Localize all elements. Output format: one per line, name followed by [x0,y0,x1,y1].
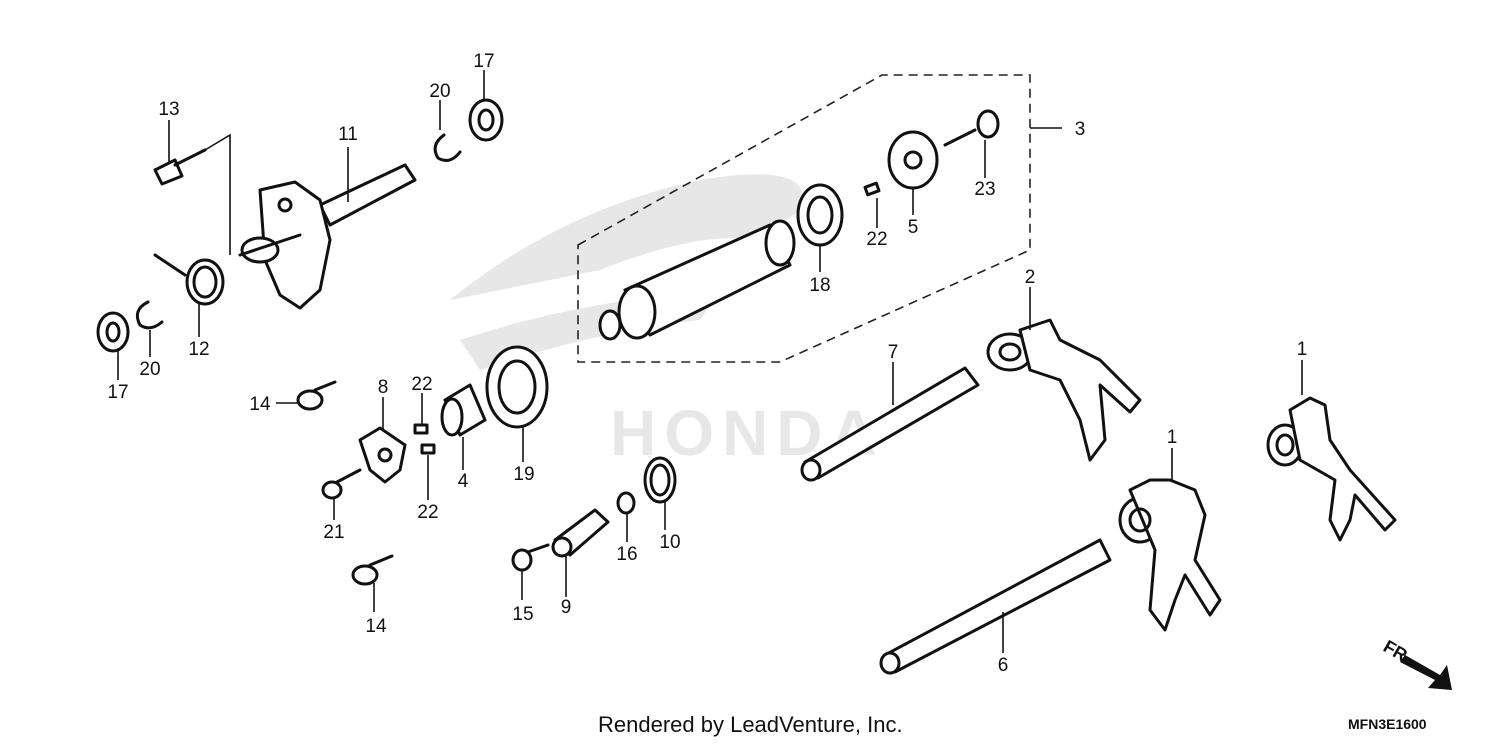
callout-5: 5 [908,217,919,238]
callout-9: 9 [561,597,572,618]
callout-2: 2 [1025,267,1036,288]
callout-11: 11 [338,124,358,145]
front-arrow: FR. [1380,636,1452,690]
shift-fork-2 [986,318,1142,462]
shift-drum [598,219,796,341]
callout-19: 19 [513,464,534,485]
bearing-18 [796,183,844,247]
bolt-15 [511,543,550,572]
bolt-14-bottom [351,554,394,586]
shift-fork-1-right [1266,396,1397,542]
render-credit: Rendered by LeadVenture, Inc. [598,712,903,737]
callout-15: 15 [512,604,533,625]
washer-17-left [96,311,130,353]
callout-22-mid: 22 [411,374,432,395]
stopper-plate-8 [358,426,407,484]
diagram-code: MFN3E1600 [1348,716,1427,732]
callout-14-bottom: 14 [365,616,387,637]
bolt-21 [321,468,362,500]
pin-22-top [863,181,881,197]
assembly-outline-3 [577,74,1031,363]
shift-fork-1-center [1118,478,1222,632]
bolt-14-top [296,380,337,411]
callout-22-low: 22 [417,502,438,523]
leader-lines [117,70,1303,653]
pin-22-mid [413,423,429,435]
callout-7: 7 [888,342,899,363]
callout-6: 6 [998,655,1009,676]
callout-12: 12 [188,339,209,360]
bolt-13 [153,148,207,186]
bearing-19 [485,345,549,429]
washer-17-top [468,98,504,142]
callout-14-top: 14 [249,394,271,415]
callout-3: 3 [1075,119,1086,140]
circlip-20-left [135,300,164,330]
return-spring-12 [153,253,225,306]
callout-1-right: 1 [1297,339,1308,360]
pin-22-low [420,443,436,455]
callout-17-left: 17 [107,382,128,403]
callout-8: 8 [378,377,389,398]
spring-10 [643,456,677,504]
callout-20-top: 20 [429,81,450,102]
callout-16: 16 [616,544,637,565]
fork-shaft-7 [800,366,980,482]
washer-16 [616,491,636,515]
callout-20-left: 20 [139,359,160,380]
callout-1-center: 1 [1167,427,1178,448]
callout-22-top: 22 [866,229,887,250]
callout-21: 21 [323,522,344,543]
callout-labels: 1 1 2 3 4 5 6 7 8 9 10 11 12 13 14 14 15… [107,51,1307,676]
callout-23: 23 [974,179,995,200]
callout-4: 4 [458,471,469,492]
bolt-23 [943,109,1000,147]
collar-4 [440,383,487,437]
callout-10: 10 [659,532,680,553]
fork-shaft-6 [879,538,1112,675]
drum-plate-5 [887,130,939,190]
circlip-20-top [433,133,462,162]
callout-13: 13 [158,99,179,120]
callout-18: 18 [809,275,830,296]
shift-shaft-11 [238,163,417,310]
callout-17-top: 17 [473,51,494,72]
